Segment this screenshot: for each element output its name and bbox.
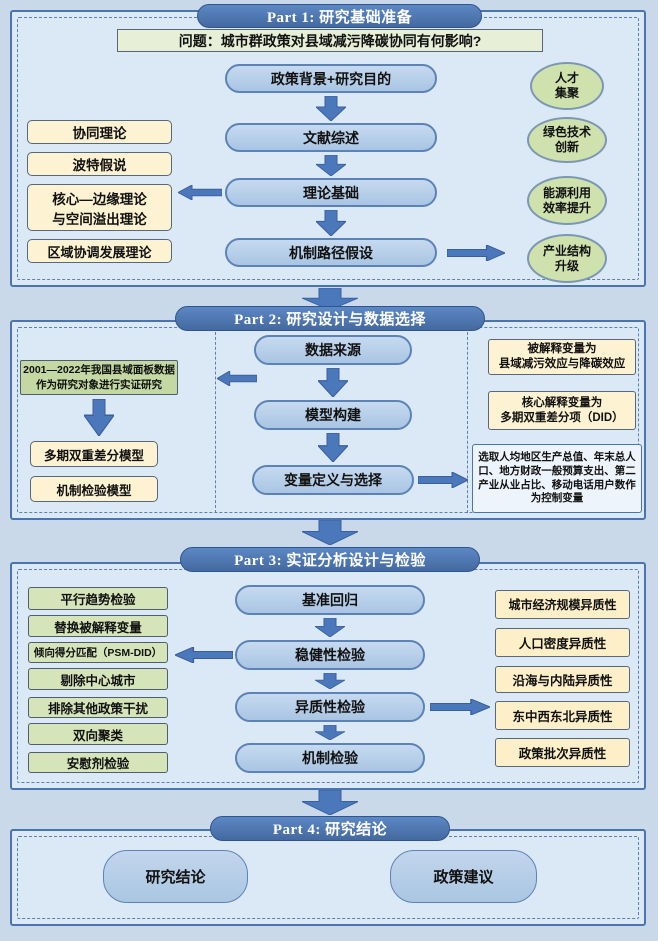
arrow-down-icon (318, 368, 348, 397)
heterogeneity-box-population-density: 人口密度异质性 (495, 628, 630, 657)
arrow-down-icon (302, 790, 358, 815)
theory-box-porter: 波特假说 (27, 152, 172, 176)
arrow-down-icon (318, 433, 348, 462)
arrow-down-icon (302, 520, 358, 545)
arrow-down-icon (316, 155, 346, 176)
arrow-right-icon (430, 699, 490, 715)
part1-title: Part 1: 研究基础准备 (197, 4, 482, 28)
model-box-mechanism-test: 机制检验模型 (30, 476, 158, 502)
research-question: 问题：城市群政策对县域减污降碳协同有何影响? (117, 29, 543, 52)
heterogeneity-box-east-central-west: 东中西东北异质性 (495, 701, 630, 730)
flow-node-theory-basis: 理论基础 (225, 178, 437, 207)
heterogeneity-box-policy-batch: 政策批次异质性 (495, 738, 630, 767)
robustness-box-exclude-other-policies: 排除其他政策干扰 (28, 697, 168, 718)
arrow-left-icon (178, 185, 222, 200)
part3-title: Part 3: 实证分析设计与检验 (180, 547, 480, 572)
arrow-left-icon (217, 371, 257, 386)
robustness-box-two-way-clustering: 双向聚类 (28, 723, 168, 745)
conclusion-box-research-conclusion: 研究结论 (103, 850, 248, 903)
robustness-box-parallel-trend: 平行趋势检验 (28, 587, 168, 610)
data-note-box: 2001—2022年我国县域面板数据 作为研究对象进行实证研究 (20, 360, 178, 395)
arrow-down-icon (315, 725, 345, 740)
conclusion-box-policy-suggestion: 政策建议 (390, 850, 537, 903)
part2-column-divider (215, 327, 216, 513)
theory-box-regional-coordination: 区域协调发展理论 (27, 239, 172, 263)
flow-node-baseline-regression: 基准回归 (235, 585, 425, 615)
flow-node-mechanism-hypothesis: 机制路径假设 (225, 238, 437, 267)
part2-column-divider (467, 327, 468, 513)
arrow-down-icon (315, 618, 345, 637)
part2-title: Part 2: 研究设计与数据选择 (175, 306, 485, 331)
flow-node-variable-definition: 变量定义与选择 (252, 465, 414, 495)
flow-node-heterogeneity-test: 异质性检验 (235, 692, 425, 722)
theory-box-synergy: 协同理论 (27, 120, 172, 144)
variable-box-core-explanatory: 核心解释变量为 多期双重差分项（DID） (488, 391, 636, 430)
mechanism-circle-energy-efficiency: 能源利用 效率提升 (527, 176, 607, 225)
mechanism-circle-industry-upgrade: 产业结构 升级 (527, 234, 607, 283)
flow-node-model-construction: 模型构建 (254, 400, 412, 430)
mechanism-circle-green-tech: 绿色技术 创新 (527, 117, 607, 163)
heterogeneity-box-city-economic-scale: 城市经济规模异质性 (495, 590, 630, 619)
arrow-down-icon (302, 288, 358, 310)
robustness-box-placebo-test: 安慰剂检验 (28, 752, 168, 773)
mechanism-circle-talent: 人才 集聚 (530, 62, 604, 110)
arrow-down-icon (315, 673, 345, 689)
flow-node-mechanism-test: 机制检验 (235, 743, 425, 773)
arrow-left-icon (175, 647, 233, 663)
flow-node-data-source: 数据来源 (254, 335, 412, 365)
arrow-down-icon (84, 399, 114, 436)
model-box-did: 多期双重差分模型 (30, 441, 158, 467)
heterogeneity-box-coastal-inland: 沿海与内陆异质性 (495, 666, 630, 693)
arrow-down-icon (316, 210, 346, 236)
variable-box-dependent: 被解释变量为 县域减污效应与降碳效应 (488, 339, 636, 375)
flow-node-literature-review: 文献综述 (225, 123, 437, 152)
part4-title: Part 4: 研究结论 (210, 816, 450, 841)
control-variables-note: 选取人均地区生产总值、年末总人口、地方财政一般预算支出、第二产业从业占比、移动电… (472, 444, 642, 513)
flow-node-policy-background: 政策背景+研究目的 (225, 64, 437, 93)
robustness-box-replace-dependent: 替换被解释变量 (28, 615, 168, 637)
arrow-right-icon (418, 472, 468, 488)
arrow-down-icon (316, 96, 346, 121)
flow-node-robustness-test: 稳健性检验 (235, 640, 425, 670)
theory-box-core-periphery: 核心—边缘理论 与空间溢出理论 (27, 184, 172, 231)
robustness-box-psm-did: 倾向得分匹配（PSM-DID） (28, 642, 168, 663)
arrow-right-icon (447, 245, 505, 261)
robustness-box-remove-central-cities: 剔除中心城市 (28, 668, 168, 690)
